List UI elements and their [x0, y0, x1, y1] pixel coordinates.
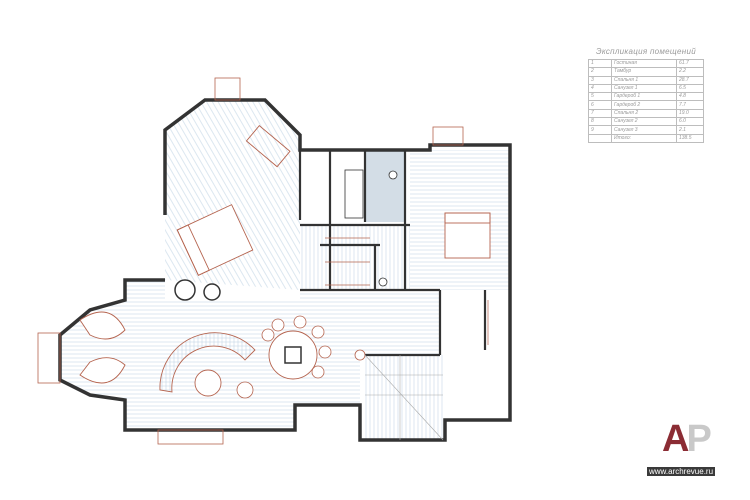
- armchairs-left: [79, 311, 126, 384]
- room-area: 19.0: [676, 108, 704, 119]
- bed-1: [176, 204, 254, 276]
- room-num: 6: [588, 100, 612, 110]
- room-area: 6.0: [676, 117, 704, 127]
- room-name: Санузел 3: [611, 125, 677, 135]
- room-num: 9: [588, 125, 612, 135]
- round-columns: [174, 279, 196, 301]
- room-area: 7.7: [676, 100, 704, 110]
- room-num: 5: [588, 92, 612, 102]
- bathtub: [344, 169, 364, 219]
- room-schedule-title: Экспликация помещений: [596, 47, 696, 56]
- room-num: [588, 133, 612, 143]
- room-name: Спальня 1: [611, 75, 677, 85]
- fireplace: [284, 346, 302, 364]
- bedroom-1-floor: [165, 100, 300, 290]
- windows: [37, 77, 464, 445]
- logo: AP: [662, 418, 712, 460]
- watermark-url: www.archrevue.ru: [647, 467, 716, 476]
- dining-chairs: [236, 315, 366, 399]
- room-num: 1: [588, 58, 612, 69]
- room-area: 61.7: [676, 58, 704, 69]
- room-area: 6.5: [676, 83, 704, 94]
- staircase: [364, 354, 444, 441]
- bed-2: [444, 212, 491, 259]
- logo-a: A: [662, 418, 690, 460]
- coffee-table: [194, 369, 222, 397]
- sectional-sofa: [159, 332, 256, 393]
- room-num: 4: [588, 83, 612, 94]
- room-name: Тамбур: [611, 67, 677, 77]
- room-area: 4.8: [676, 92, 704, 102]
- toilet-2: [378, 277, 388, 287]
- room-num: 3: [588, 75, 612, 85]
- column: [203, 283, 221, 301]
- corridor-floor: [300, 225, 410, 290]
- room-area: 28.7: [676, 75, 704, 85]
- room-name: Санузел 1: [611, 83, 677, 94]
- logo-p: P: [686, 418, 711, 460]
- wardrobe-rails: [325, 237, 489, 345]
- bed-2-headboard: [444, 212, 491, 224]
- room-name: Гостиная: [611, 58, 677, 69]
- room-num: 2: [588, 67, 612, 77]
- room-row: Итого:138.5: [588, 133, 704, 143]
- room-name: Итого:: [611, 133, 677, 143]
- room-num: 7: [588, 108, 612, 119]
- room-name: Гардероб 1: [611, 92, 677, 102]
- room-area: 2.2: [676, 67, 704, 77]
- desk: [245, 125, 291, 168]
- room-area: 138.5: [676, 133, 704, 143]
- room-name: Гардероб 2: [611, 100, 677, 110]
- dining-table: [268, 330, 318, 380]
- bathroom-tile: [365, 150, 405, 222]
- room-area: 2.1: [676, 125, 704, 135]
- room-num: 8: [588, 117, 612, 127]
- room-name: Спальня 2: [611, 108, 677, 119]
- room-name: Санузел 2: [611, 117, 677, 127]
- toilet: [388, 170, 398, 180]
